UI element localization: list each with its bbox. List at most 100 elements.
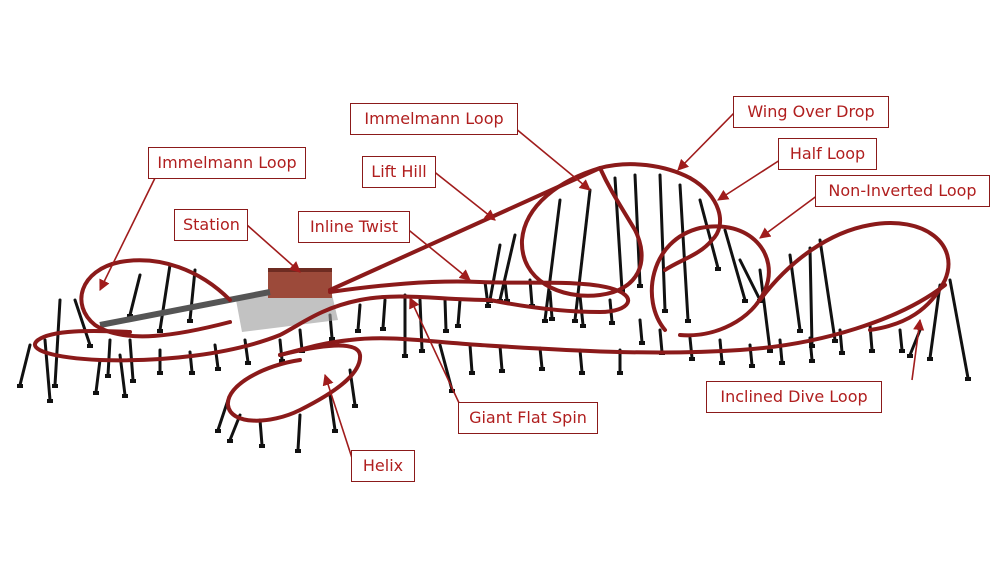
support-footing bbox=[130, 379, 136, 383]
support-footing bbox=[719, 361, 725, 365]
support-footing bbox=[215, 429, 221, 433]
label-immelmann-loop-top: Immelmann Loop bbox=[350, 103, 518, 135]
track-giant-flat-spin bbox=[33, 294, 492, 363]
support-footing bbox=[355, 329, 361, 333]
arrow-lift-hill bbox=[431, 169, 496, 221]
support-column bbox=[818, 238, 837, 342]
support-column bbox=[898, 328, 904, 352]
support-footing bbox=[965, 377, 971, 381]
label-inclined-dive-loop: Inclined Dive Loop bbox=[706, 381, 882, 413]
track-immelmann-left bbox=[79, 258, 232, 339]
support-footing bbox=[352, 404, 358, 408]
label-half-loop: Half Loop bbox=[778, 138, 877, 170]
track-inclined-dive-loop bbox=[478, 283, 947, 355]
support-footing bbox=[469, 371, 475, 375]
support-column bbox=[188, 268, 197, 322]
support-footing bbox=[499, 369, 505, 373]
label-giant-flat-spin: Giant Flat Spin bbox=[458, 402, 598, 434]
support-footing bbox=[907, 354, 913, 358]
support-column bbox=[296, 413, 302, 452]
support-column bbox=[573, 188, 592, 322]
arrow-non-inverted-loop bbox=[759, 194, 819, 239]
label-immelmann-loop-left: Immelmann Loop bbox=[148, 147, 306, 179]
support-footing bbox=[742, 299, 748, 303]
support-footing bbox=[549, 317, 555, 321]
support-column bbox=[948, 278, 970, 380]
support-footing bbox=[779, 361, 785, 365]
arrow-inline-twist bbox=[404, 226, 471, 281]
support-footing bbox=[189, 371, 195, 375]
label-helix: Helix bbox=[351, 450, 415, 482]
support-column bbox=[468, 343, 474, 374]
support-column bbox=[18, 343, 32, 387]
support-footing bbox=[580, 324, 586, 328]
support-column bbox=[658, 328, 664, 354]
label-wing-over-drop: Wing Over Drop bbox=[733, 96, 889, 128]
support-column bbox=[106, 338, 112, 377]
support-footing bbox=[809, 359, 815, 363]
label-non-inverted-loop: Non-Inverted Loop bbox=[815, 175, 990, 207]
support-column bbox=[778, 338, 784, 364]
support-column bbox=[738, 258, 762, 302]
support-footing bbox=[767, 349, 773, 353]
support-footing bbox=[542, 319, 548, 323]
support-column bbox=[258, 418, 264, 447]
support-footing bbox=[443, 329, 449, 333]
support-column bbox=[158, 263, 172, 332]
arrow-half-loop bbox=[717, 159, 781, 201]
support-column bbox=[94, 358, 102, 394]
arrow-giant-flat-spin bbox=[409, 296, 461, 406]
support-footing bbox=[662, 309, 668, 313]
station-platform bbox=[99, 289, 271, 328]
support-footing bbox=[685, 319, 691, 323]
arrow-inclined-dive-loop bbox=[911, 318, 925, 381]
station-roof bbox=[268, 268, 332, 298]
support-footing bbox=[47, 399, 53, 403]
support-column bbox=[498, 344, 504, 372]
support-column bbox=[723, 228, 747, 302]
support-footing bbox=[639, 341, 645, 345]
support-column bbox=[328, 393, 337, 432]
track-wing-over-drop bbox=[663, 176, 722, 272]
support-column bbox=[53, 298, 62, 387]
support-footing bbox=[504, 299, 510, 303]
support-column bbox=[298, 328, 304, 352]
support-footing bbox=[539, 367, 545, 371]
support-footing bbox=[809, 344, 815, 348]
support-footing bbox=[329, 337, 335, 341]
support-footing bbox=[187, 319, 193, 323]
support-column bbox=[638, 318, 644, 344]
support-column bbox=[443, 298, 448, 332]
track-half-loop bbox=[649, 224, 771, 338]
support-column bbox=[698, 198, 720, 270]
support-column bbox=[243, 338, 250, 364]
support-footing bbox=[17, 384, 23, 388]
track-helix bbox=[226, 343, 363, 423]
coaster-track bbox=[33, 162, 951, 423]
support-footing bbox=[93, 391, 99, 395]
support-footing bbox=[122, 394, 128, 398]
support-column bbox=[418, 298, 424, 352]
support-column bbox=[538, 346, 544, 370]
support-column bbox=[498, 233, 517, 302]
support-footing bbox=[715, 267, 721, 271]
support-footing bbox=[449, 389, 455, 393]
support-footing bbox=[279, 359, 285, 363]
support-footing bbox=[215, 367, 221, 371]
support-column bbox=[43, 338, 52, 402]
support-footing bbox=[617, 371, 623, 375]
support-column bbox=[808, 246, 814, 347]
support-footing bbox=[579, 371, 585, 375]
support-footing bbox=[127, 314, 133, 318]
support-footing bbox=[157, 371, 163, 375]
support-footing bbox=[832, 339, 838, 343]
support-footing bbox=[380, 327, 386, 331]
support-column bbox=[928, 283, 942, 360]
support-footing bbox=[402, 354, 408, 358]
support-footing bbox=[899, 349, 905, 353]
track-non-inverted-loop bbox=[758, 221, 951, 332]
support-column bbox=[548, 290, 554, 320]
support-column bbox=[73, 298, 92, 347]
support-column bbox=[503, 280, 509, 302]
support-footing bbox=[839, 351, 845, 355]
